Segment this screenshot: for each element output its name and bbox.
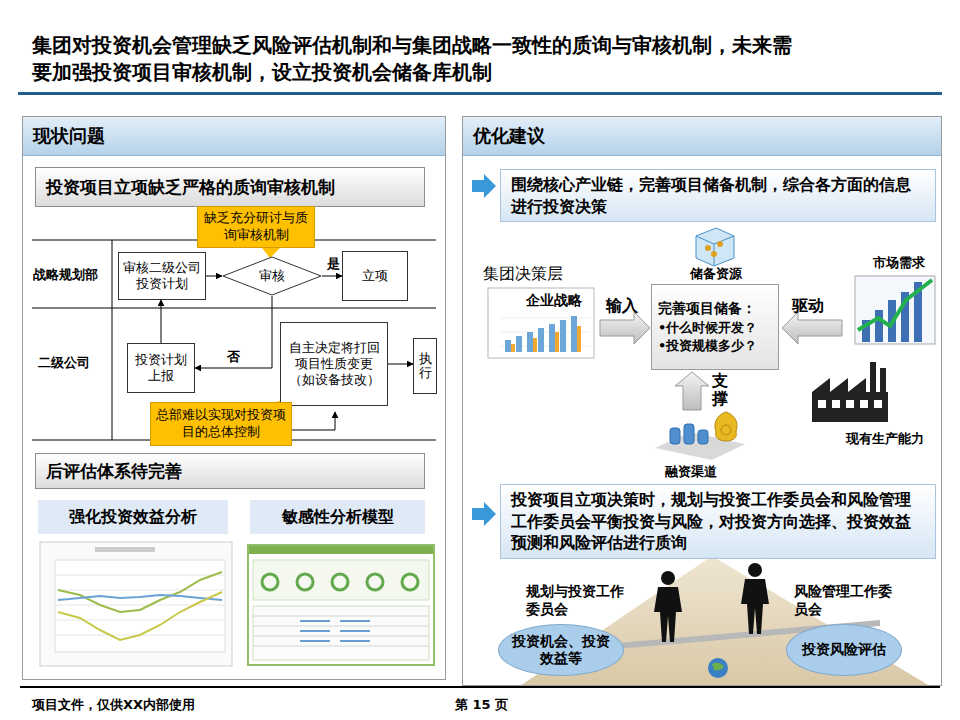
callout-note: 总部难以实现对投资项目的总体控制 xyxy=(150,402,292,446)
issue-heading: 投资项目立项缺乏严格的质询审核机制 xyxy=(35,167,425,207)
text-label: 支撑 xyxy=(712,372,728,407)
diamond-shape xyxy=(223,257,321,295)
node-text: •什么时候开发？ xyxy=(658,319,757,337)
node-text: 敏感性分析模型 xyxy=(282,507,394,528)
node-text: 缺乏充分研讨与质询审核机制 xyxy=(203,210,309,244)
node-text: 审核二级公司投资计划 xyxy=(123,260,201,293)
right-panel: 优化建议围绕核心产业链，完善项目储备机制，综合各方面的信息进行投资决策完善项目储… xyxy=(462,116,942,686)
node-text: 立项 xyxy=(362,268,388,284)
process-box: 投资计划上报 xyxy=(127,343,195,393)
connector xyxy=(322,276,342,277)
committee-ellipse: 投资机会、投资效益等 xyxy=(498,624,624,676)
text-label: 储备资源 xyxy=(690,265,742,283)
node-text: 自主决定将打回项目性质变更（如设备技改） xyxy=(285,340,383,389)
node-text: 总部难以实现对投资项目的总体控制 xyxy=(156,407,286,441)
market-icon xyxy=(855,276,935,344)
drive-arrow xyxy=(782,312,842,344)
text-label: 二级公司 xyxy=(38,354,90,372)
issue-heading: 后评估体系待完善 xyxy=(35,453,425,489)
footer-rule xyxy=(20,686,940,688)
node-text: 完善项目储备： xyxy=(658,299,756,319)
edge-label: 是 xyxy=(326,255,341,273)
input-arrow xyxy=(600,312,650,344)
page-title: 集团对投资机会管理缺乏风险评估机制和与集团战略一致性的质询与审核机制，未来需要加… xyxy=(32,32,802,86)
committee-ellipse: 投资风险评估 xyxy=(786,624,902,676)
text-label: 第 15 页 xyxy=(455,696,508,714)
edge-label: 否 xyxy=(226,348,241,366)
panel-ground xyxy=(22,116,446,680)
reserve-box: 完善项目储备：•什么时候开发？•投资规模多少？ xyxy=(651,284,779,370)
loop-line xyxy=(292,412,335,430)
node-text: 投资机会、投资效益等 xyxy=(511,633,611,668)
callout-note: 缺乏充分研讨与质询审核机制 xyxy=(197,206,315,248)
swimlane-lines xyxy=(32,240,436,440)
text-label: 规划与投资工作委员会 xyxy=(526,582,630,618)
text-label: 风险管理工作委员会 xyxy=(794,582,898,618)
suggestion-box: 投资项目立项决策时，规划与投资工作委员会和风险管理工作委员会平衡投资与风险，对投… xyxy=(500,484,936,559)
sub-heading: 敏感性分析模型 xyxy=(250,500,425,534)
text-label: 企业战略 xyxy=(526,292,582,310)
text-label: 市场需求 xyxy=(873,254,925,272)
text-label: 输入 xyxy=(606,296,638,317)
dashboard-thumbnail xyxy=(248,545,434,665)
process-box: 审核二级公司投资计划 xyxy=(118,252,206,300)
line-chart-thumbnail xyxy=(40,542,232,666)
panel-header: 优化建议 xyxy=(463,117,941,156)
node-text: 投资计划上报 xyxy=(132,352,190,385)
suggestion-box: 围绕核心产业链，完善项目储备机制，综合各方面的信息进行投资决策 xyxy=(500,169,936,222)
panel-header: 现状问题 xyxy=(23,117,445,156)
node-text: 投资项目立项决策时，规划与投资工作委员会和风险管理工作委员会平衡投资与风险，对投… xyxy=(511,489,925,554)
process-box: 立项 xyxy=(342,251,408,301)
callout-pointer xyxy=(262,248,280,258)
connector xyxy=(195,296,272,368)
connector xyxy=(388,364,413,365)
support-arrow xyxy=(675,372,709,410)
process-box: 执行 xyxy=(413,338,437,394)
connector xyxy=(161,300,162,343)
panel-ground xyxy=(462,116,942,686)
node-text: 投资项目立项缺乏严格的质询审核机制 xyxy=(46,176,335,199)
node-text: 审核 xyxy=(259,267,285,285)
process-box: 自主决定将打回项目性质变更（如设备技改） xyxy=(280,322,388,406)
connector xyxy=(206,276,222,277)
node-text: 投资风险评估 xyxy=(802,641,886,659)
header-rule xyxy=(18,92,942,95)
text-label: 集团决策层 xyxy=(483,264,563,285)
sub-heading: 强化投资效益分析 xyxy=(38,500,228,534)
financing-icon xyxy=(655,412,745,460)
node-text: 执行 xyxy=(419,352,432,381)
text-label: 融资渠道 xyxy=(665,463,717,481)
text-label: 现有生产能力 xyxy=(846,430,924,448)
factory-icon xyxy=(812,362,888,422)
text-label: 项目文件，仅供XX内部使用 xyxy=(32,696,195,714)
reserve-cube xyxy=(696,228,734,266)
node-text: 围绕核心产业链，完善项目储备机制，综合各方面的信息进行投资决策 xyxy=(511,174,925,217)
node-text: 后评估体系待完善 xyxy=(46,460,182,483)
node-text: 强化投资效益分析 xyxy=(69,507,197,528)
strategy-chart xyxy=(488,288,594,358)
node-text: •投资规模多少？ xyxy=(658,337,757,355)
text-label: 驱动 xyxy=(792,296,824,317)
left-panel: 现状问题投资项目立项缺乏严格的质询审核机制缺乏充分研讨与质询审核机制审核二级公司… xyxy=(22,116,446,680)
decision-diamond: 审核 xyxy=(222,256,322,296)
text-label: 战略规划部 xyxy=(33,266,98,284)
